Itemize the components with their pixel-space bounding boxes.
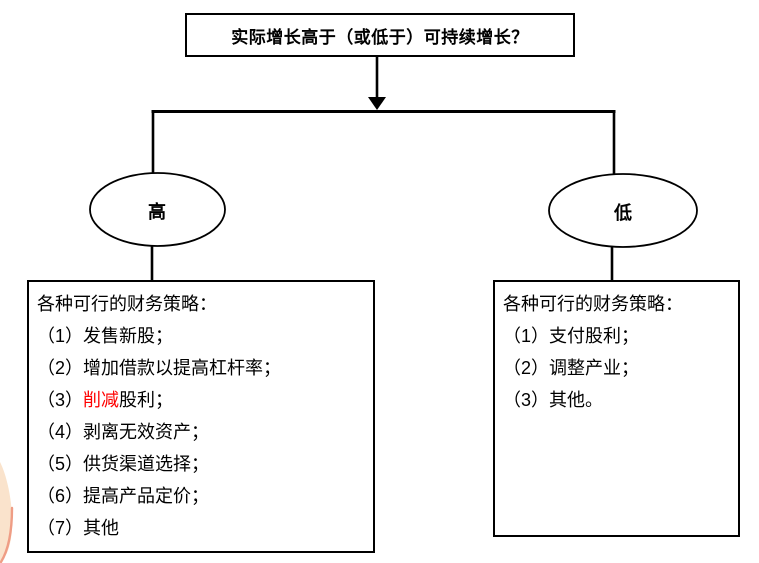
strategy-item: （1）支付股利； xyxy=(503,326,640,346)
page-curl-edge xyxy=(0,506,14,563)
strategy-item: （2）增加借款以提高杠杆率； xyxy=(37,358,282,378)
strategy-item: （5）供货渠道选择； xyxy=(37,454,210,474)
page-curl-decoration xyxy=(0,462,14,563)
low-branch-label: 低 xyxy=(614,203,632,223)
strategy-item: （3）其他。 xyxy=(503,390,604,410)
decision-question-box: 实际增长高于（或低于）可持续增长？ xyxy=(185,13,575,57)
arrow-head-icon xyxy=(368,97,386,110)
strategy-item-highlighted: （3）削减股利； xyxy=(37,384,369,416)
decision-question-text: 实际增长高于（或低于）可持续增长？ xyxy=(231,27,529,47)
strategies-title: 各种可行的财务策略： xyxy=(503,294,683,314)
high-strategies-box: 各种可行的财务策略： （1）发售新股； （2）增加借款以提高杠杆率； （3）削减… xyxy=(27,280,375,553)
strategy-item: （1）发售新股； xyxy=(37,326,174,346)
low-strategies-box: 各种可行的财务策略： （1）支付股利； （2）调整产业； （3）其他。 xyxy=(493,280,740,537)
strategy-item: （6）提高产品定价； xyxy=(37,486,210,506)
strategy-item-suffix: 股利； xyxy=(119,390,174,410)
strategy-item: （7）其他 xyxy=(37,518,120,538)
strategy-item-prefix: （3） xyxy=(37,390,84,410)
strategy-item-red-text: 削减 xyxy=(83,390,120,410)
strategy-item: （2）调整产业； xyxy=(503,358,640,378)
strategies-title: 各种可行的财务策略： xyxy=(37,294,217,314)
high-branch-label: 高 xyxy=(148,202,166,222)
strategy-item: （4）剥离无效资产； xyxy=(37,422,210,442)
